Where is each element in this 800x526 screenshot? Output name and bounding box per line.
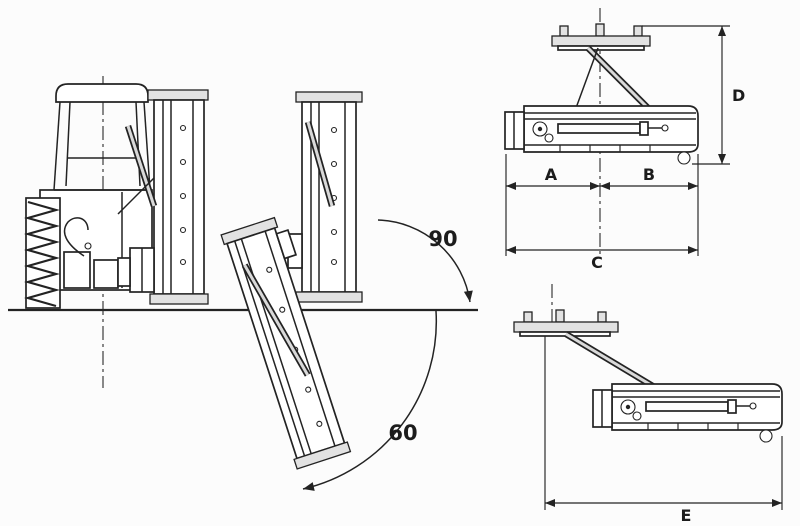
angle-60-label: 60 xyxy=(388,421,417,445)
mower-head-tilted-60 xyxy=(220,216,352,470)
dimension-e: E xyxy=(544,336,783,525)
rear-roller xyxy=(677,151,691,165)
angle-arc-90 xyxy=(377,219,471,303)
arc-90-arrowhead-icon xyxy=(463,290,473,302)
angle-annotation-90: 90 xyxy=(377,219,473,303)
hydraulic-hose xyxy=(63,217,89,257)
dim-d-label: D xyxy=(732,86,745,105)
side-view-raised: D A B C xyxy=(504,8,745,272)
hydraulic-cylinder xyxy=(645,401,729,412)
dimension-abc: A B C xyxy=(505,154,699,272)
tractor-wheel xyxy=(23,197,61,309)
hydraulic-cylinder xyxy=(557,123,641,134)
mower-deck-side xyxy=(504,105,699,165)
dimension-d: D xyxy=(642,25,745,165)
dim-c-label: C xyxy=(591,253,603,272)
mower-head-vertical-attached xyxy=(117,89,209,305)
mower-deck-offset xyxy=(592,383,783,443)
linkage-frame-offset xyxy=(513,309,619,337)
dim-e-label: E xyxy=(681,506,692,525)
side-view-offset: E xyxy=(513,284,783,525)
mower-head-vertical-free xyxy=(287,91,363,303)
tractor-rear-view xyxy=(23,83,153,309)
angle-90-label: 90 xyxy=(428,227,457,251)
rear-roller xyxy=(759,429,773,443)
tire-tread xyxy=(23,200,61,308)
dim-b-label: B xyxy=(643,165,655,184)
dim-a-label: A xyxy=(545,165,558,184)
angle-arc-60 xyxy=(302,310,438,490)
arc-60-arrowhead-icon xyxy=(303,482,315,491)
linkage-frame xyxy=(551,23,651,51)
angle-annotation-60: 60 xyxy=(302,310,438,491)
tractor-cab xyxy=(53,83,151,191)
